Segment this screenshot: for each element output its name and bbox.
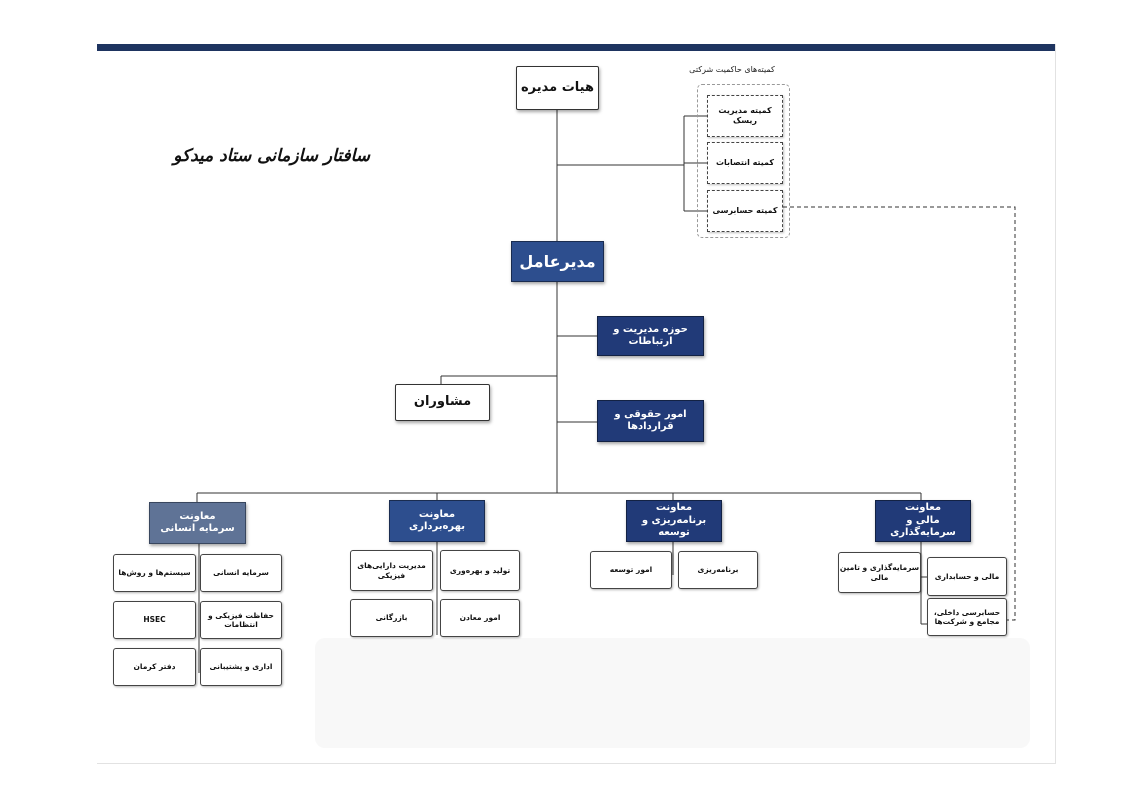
staff-unit-management: حوزه مدیریت و ارتباطات — [597, 316, 704, 356]
staff-unit-legal: امور حقوقی و قراردادها — [597, 400, 704, 442]
board-box: هیات مدیره — [516, 66, 599, 110]
unit-investment: سرمایه‌گذاری و تامین مالی — [838, 552, 921, 593]
committee-appointments: کمیته انتصابات — [707, 142, 783, 184]
deputy-finance: معاونت مالی و سرمایه‌گذاری — [875, 500, 971, 542]
committee-risk: کمیته مدیریت ریسک — [707, 95, 783, 137]
advisors-box: مشاوران — [395, 384, 490, 421]
unit-physical-assets: مدیریت دارایی‌های فیزیکی — [350, 550, 433, 591]
unit-protection: حفاظت فیزیکی و انتظامات — [200, 601, 282, 639]
deputy-operation: معاونت بهره‌برداری — [389, 500, 485, 542]
deputy-human-capital: معاونت سرمایه انسانی — [149, 502, 246, 544]
deputy-planning: معاونت برنامه‌ریزی و توسعه — [626, 500, 722, 542]
committee-audit: کمیته حسابرسی — [707, 190, 783, 232]
unit-commerce: بازرگانی — [350, 599, 433, 637]
chart-title: سافتار سازمانی ستاد میدکو — [173, 146, 370, 166]
unit-development: امور توسعه — [590, 551, 672, 589]
unit-accounting: مالی و حسابداری — [927, 557, 1007, 596]
committees-group — [697, 84, 790, 238]
board-label: هیات مدیره — [521, 79, 594, 95]
unit-hsec: HSEC — [113, 601, 196, 639]
header-bar — [97, 44, 1055, 51]
unit-admin: اداری و پشتیبانی — [200, 648, 282, 686]
unit-systems: سیستم‌ها و روش‌ها — [113, 554, 196, 592]
unit-internal-audit: حسابرسی داخلی، مجامع و شرکت‌ها — [927, 598, 1007, 636]
background-shade — [315, 638, 1030, 748]
ceo-box: مدیرعامل — [511, 241, 604, 282]
committees-label: کمیته‌های حاکمیت شرکتی — [689, 65, 775, 74]
unit-production: تولید و بهره‌وری — [440, 550, 520, 591]
unit-mines: امور معادن — [440, 599, 520, 637]
unit-planning: برنامه‌ریزی — [678, 551, 758, 589]
unit-kerman-office: دفتر کرمان — [113, 648, 196, 686]
unit-human-capital: سرمایه انسانی — [200, 554, 282, 592]
